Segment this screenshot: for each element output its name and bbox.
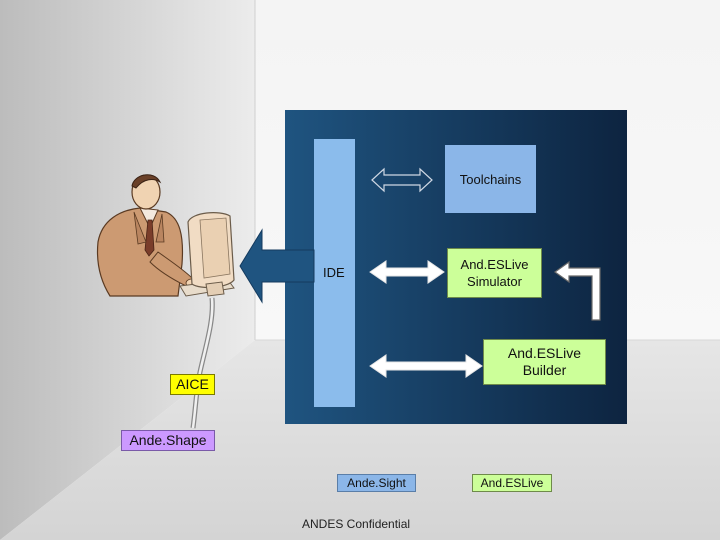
feedback-elbow-arrow (553, 260, 601, 321)
andeshape-box: Ande.Shape (121, 430, 215, 451)
aice-box: AICE (170, 374, 215, 395)
person-at-computer-icon (96, 174, 235, 297)
output-left-arrow (239, 228, 315, 304)
andesight-box: Ande.Sight (337, 474, 416, 492)
builder-box: And.ESLive Builder (483, 339, 606, 385)
toolchains-box: Toolchains (445, 145, 536, 213)
andeslive-box: And.ESLive (472, 474, 552, 492)
ide-bar (314, 139, 355, 407)
simulator-box: And.ESLive Simulator (447, 248, 542, 298)
confidential-footer: ANDES Confidential (302, 517, 411, 531)
simulator-double-arrow (369, 260, 445, 284)
builder-double-arrow (369, 354, 483, 378)
toolchains-double-arrow (371, 167, 433, 193)
ide-label: IDE (323, 265, 345, 280)
